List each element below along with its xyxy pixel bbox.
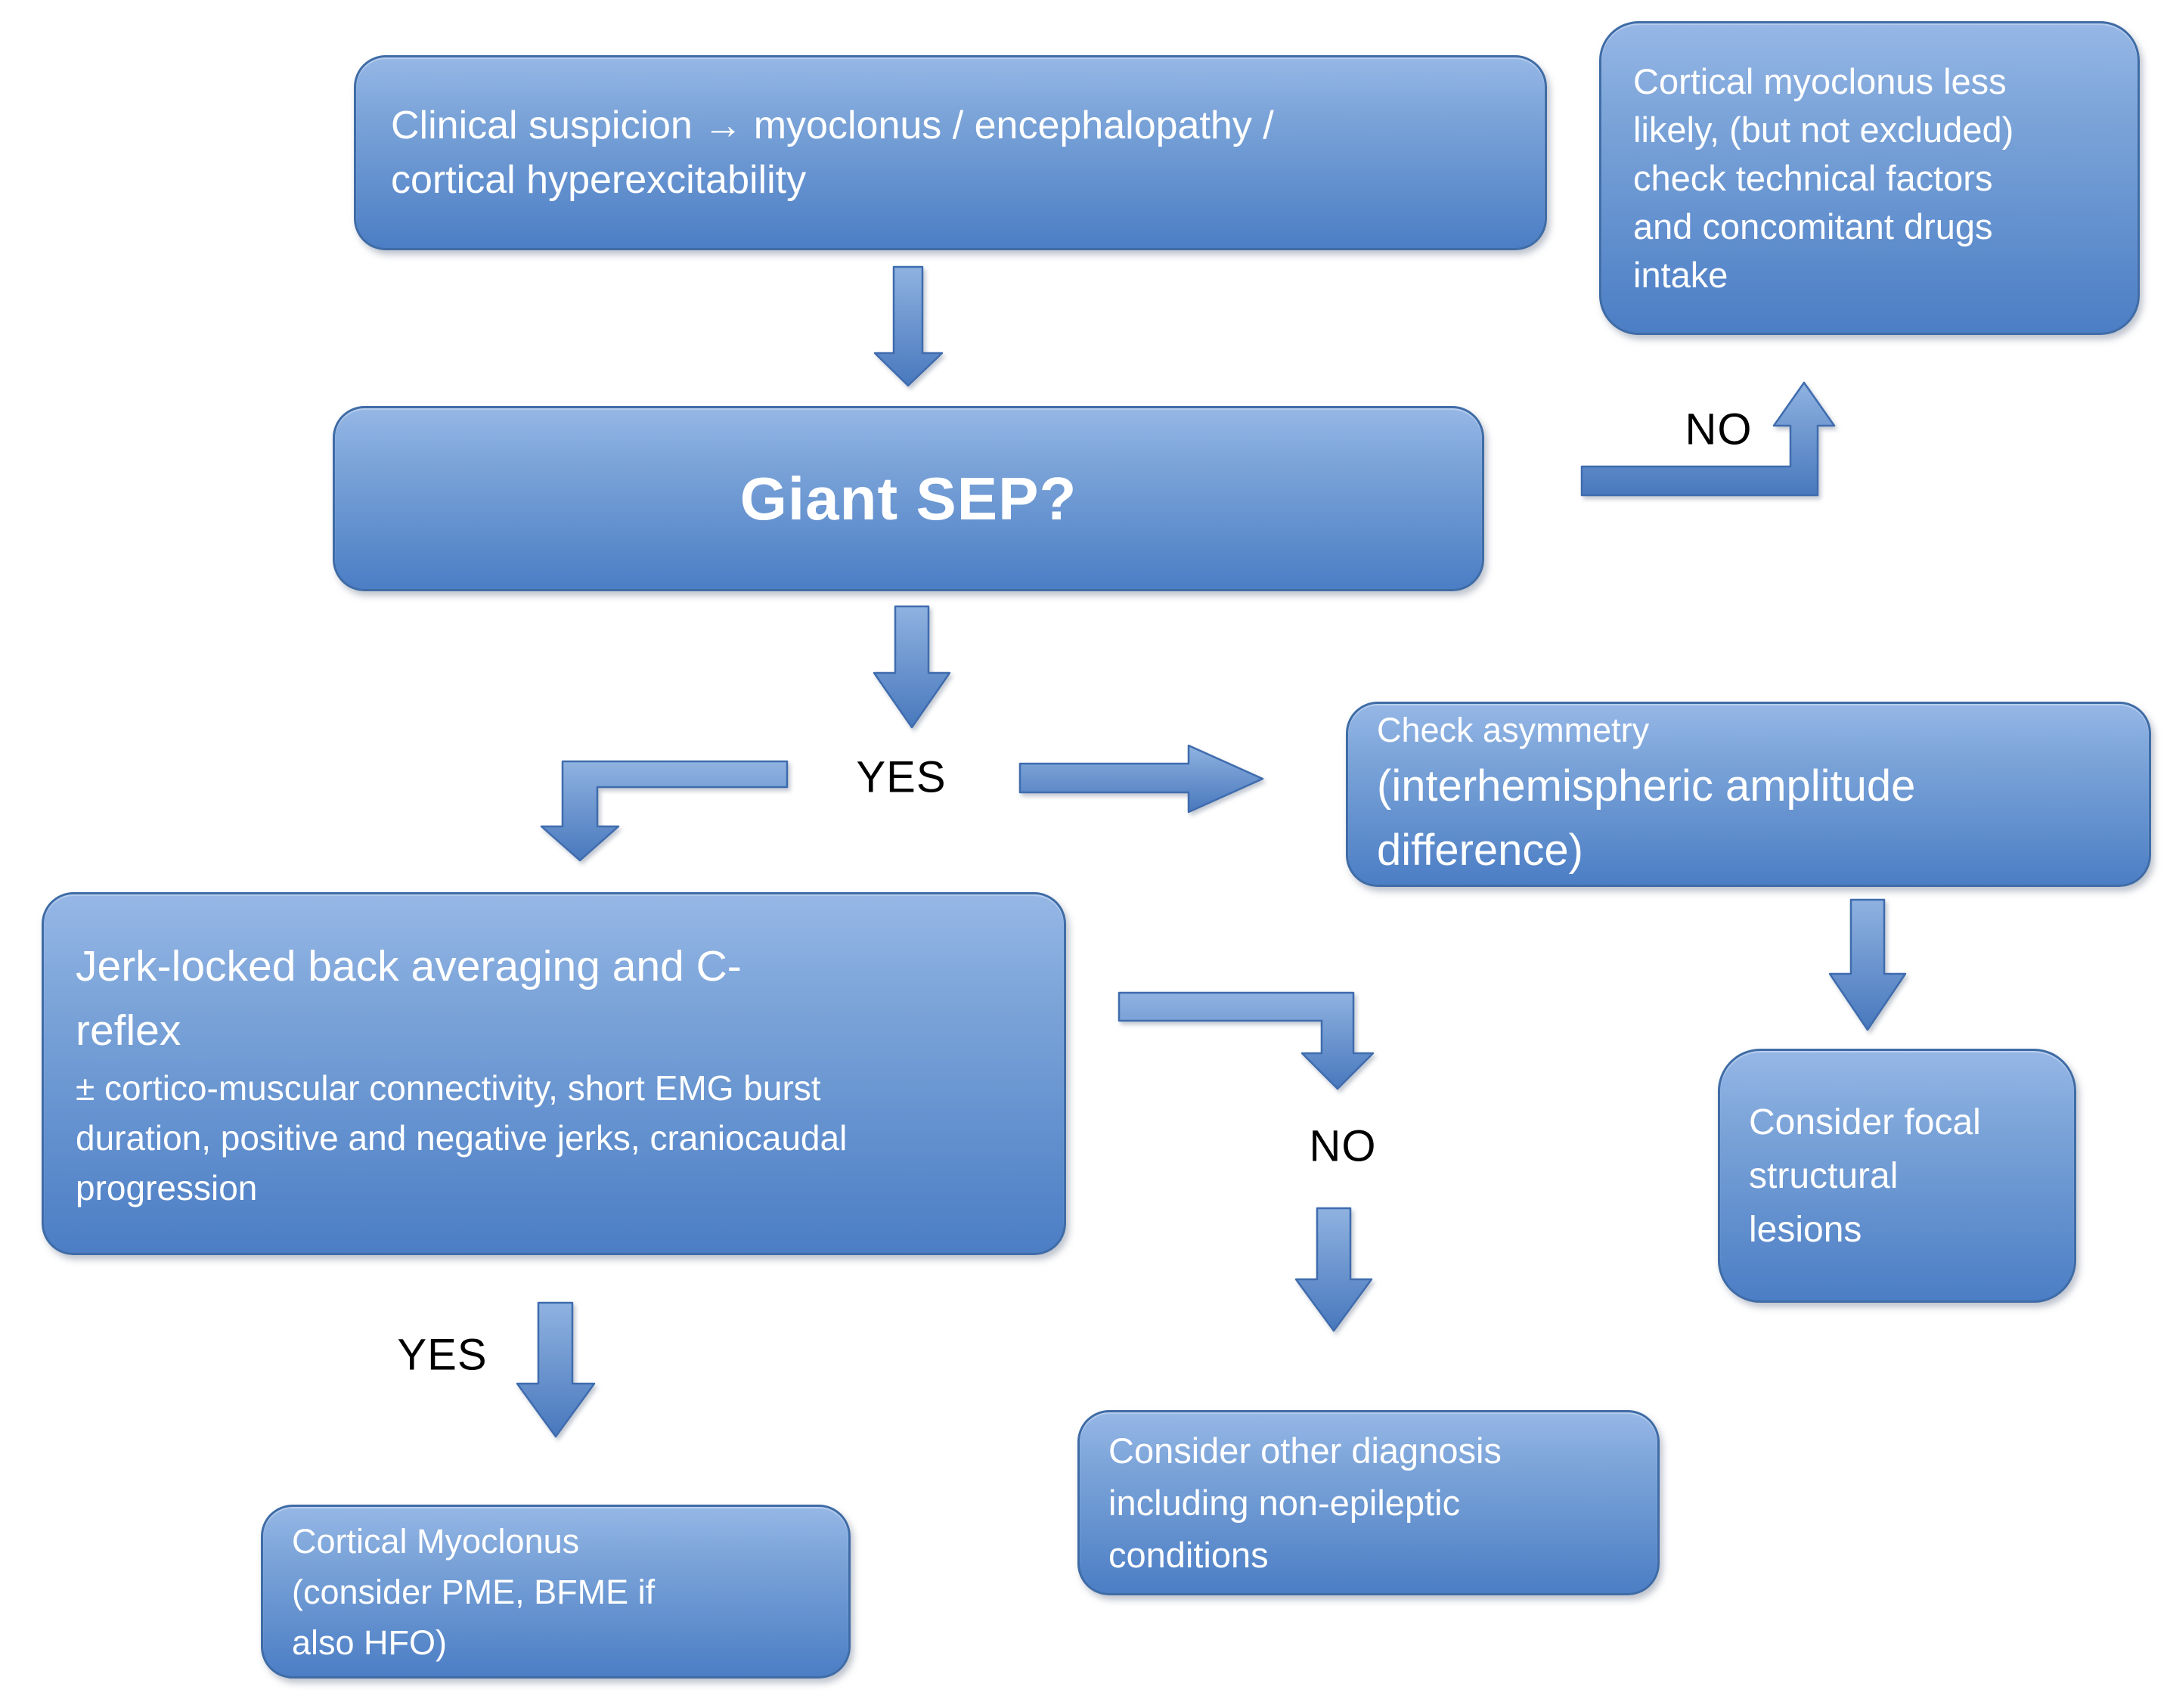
label-yes-jerk-locked: YES bbox=[397, 1330, 488, 1380]
node-text-line: structural bbox=[1749, 1155, 1899, 1196]
node-text-line: including non-epileptic bbox=[1108, 1483, 1461, 1523]
node-cortical-myoclonus-diagnosis: Cortical Myoclonus (consider PME, BFME i… bbox=[261, 1505, 851, 1679]
node-text-line: Check asymmetry bbox=[1377, 710, 1650, 749]
node-text-line: check technical factors bbox=[1633, 157, 1993, 198]
arrow-yes-to-check-asymmetry bbox=[1018, 744, 1264, 814]
label-no-giant-sep: NO bbox=[1685, 405, 1753, 454]
node-title-line: reflex bbox=[76, 1006, 181, 1055]
node-text-line: cortical hyperexcitability bbox=[391, 158, 807, 202]
node-text-line: lesions bbox=[1749, 1209, 1862, 1250]
node-text-line: likely, (but not excluded) bbox=[1633, 109, 2014, 150]
node-text-line: Cortical myoclonus less bbox=[1633, 60, 2007, 101]
node-text-line: (consider PME, BFME if bbox=[292, 1572, 656, 1611]
giant-sep-title: Giant SEP? bbox=[739, 464, 1077, 532]
node-consider-other-diagnosis: Consider other diagnosis including non-e… bbox=[1077, 1410, 1660, 1595]
label-yes-giant-sep: YES bbox=[856, 752, 947, 802]
node-text-line: Consider other diagnosis bbox=[1108, 1431, 1502, 1471]
node-clinical-suspicion: Clinical suspicion → myoclonus / encepha… bbox=[354, 55, 1547, 250]
node-text-line: (interhemispheric amplitude bbox=[1377, 761, 1916, 811]
label-no-jerk-locked: NO bbox=[1309, 1121, 1377, 1171]
node-text-line: progression bbox=[76, 1168, 258, 1207]
node-text-line: conditions bbox=[1108, 1535, 1269, 1575]
arrow-yes-to-cortical-myoclonus bbox=[516, 1301, 596, 1438]
node-text-line: duration, positive and negative jerks, c… bbox=[76, 1118, 848, 1158]
node-text-line: Clinical suspicion → myoclonus / encepha… bbox=[391, 104, 1274, 147]
node-giant-sep-question: Giant SEP? bbox=[333, 406, 1484, 591]
node-text-line: difference) bbox=[1377, 825, 1583, 875]
arrow-no-to-other-diagnosis bbox=[1294, 1207, 1373, 1332]
node-consider-focal-structural-lesions: Consider focal structural lesions bbox=[1718, 1049, 2076, 1303]
node-text-line: Consider focal bbox=[1749, 1102, 1981, 1142]
arrow-check-asymmetry-to-focal-lesions bbox=[1828, 898, 1907, 1031]
arrow-clinical-to-giant-sep bbox=[873, 265, 944, 387]
node-text-line: ± cortico-muscular connectivity, short E… bbox=[76, 1068, 821, 1108]
node-text-line: and concomitant drugs bbox=[1633, 206, 1993, 246]
arrow-yes-to-jerk-locked bbox=[540, 760, 789, 862]
node-cortical-myoclonus-less-likely: Cortical myoclonus less likely, (but not… bbox=[1599, 21, 2140, 335]
arrow-jerk-locked-no-elbow bbox=[1118, 991, 1375, 1090]
arrow-giant-sep-to-yes bbox=[873, 605, 951, 729]
node-text-line: Cortical Myoclonus bbox=[292, 1521, 580, 1561]
node-text-line: intake bbox=[1633, 254, 1728, 295]
node-text-line: also HFO) bbox=[292, 1623, 448, 1662]
node-check-asymmetry: Check asymmetry (interhemispheric amplit… bbox=[1346, 702, 2151, 887]
node-jerk-locked-back-averaging: Jerk-locked back averaging and C- reflex… bbox=[42, 892, 1066, 1255]
node-title-line: Jerk-locked back averaging and C- bbox=[76, 942, 742, 990]
